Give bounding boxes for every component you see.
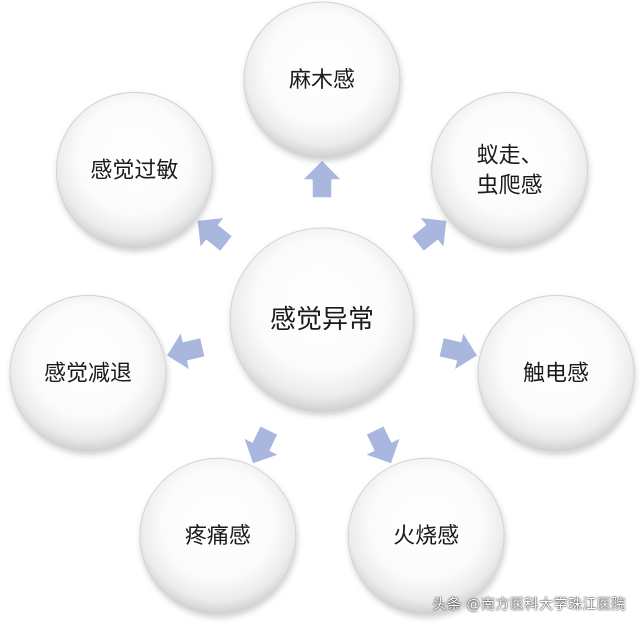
arrow-icon	[410, 216, 448, 253]
watermark: 头条 @南方医科大学珠江医院	[432, 597, 626, 613]
outer-node: 感觉减退	[9, 294, 167, 452]
outer-node-label: 感觉减退	[44, 361, 132, 386]
outer-node: 触电感	[477, 294, 635, 452]
center-node: 感觉异常	[229, 227, 415, 413]
arrows-layer	[165, 159, 479, 465]
arrow-icon	[165, 330, 207, 372]
arrow-icon	[196, 216, 234, 253]
outer-node-circle	[243, 1, 401, 159]
outer-node-label: 触电感	[523, 361, 589, 386]
outer-node-circle	[431, 91, 589, 249]
center-layer: 感觉异常	[229, 227, 415, 413]
outer-node: 感觉过敏	[55, 91, 213, 249]
outer-node: 麻木感	[243, 1, 401, 159]
outer-node-circle	[9, 294, 167, 452]
outer-node-label: 疼痛感	[185, 524, 251, 549]
outer-node-circle	[477, 294, 635, 452]
arrow-icon	[301, 159, 343, 199]
center-node-circle	[229, 227, 415, 413]
outer-node-circle	[347, 457, 505, 615]
outer-node: 火烧感	[347, 457, 505, 615]
outer-node-label: 麻木感	[289, 68, 355, 93]
arrow-icon	[363, 424, 402, 465]
arrow-icon	[437, 330, 479, 372]
outer-node-label: 火烧感	[393, 524, 459, 549]
outer-node-label: 蚁走、虫爬感	[477, 143, 543, 198]
outer-node-circle	[55, 91, 213, 249]
outer-node: 蚁走、虫爬感	[431, 91, 589, 249]
outer-node-label: 感觉过敏	[90, 158, 178, 183]
center-node-label: 感觉异常	[270, 305, 374, 335]
outer-node: 疼痛感	[139, 457, 297, 615]
arrow-icon	[242, 424, 281, 465]
outer-node-circle	[139, 457, 297, 615]
